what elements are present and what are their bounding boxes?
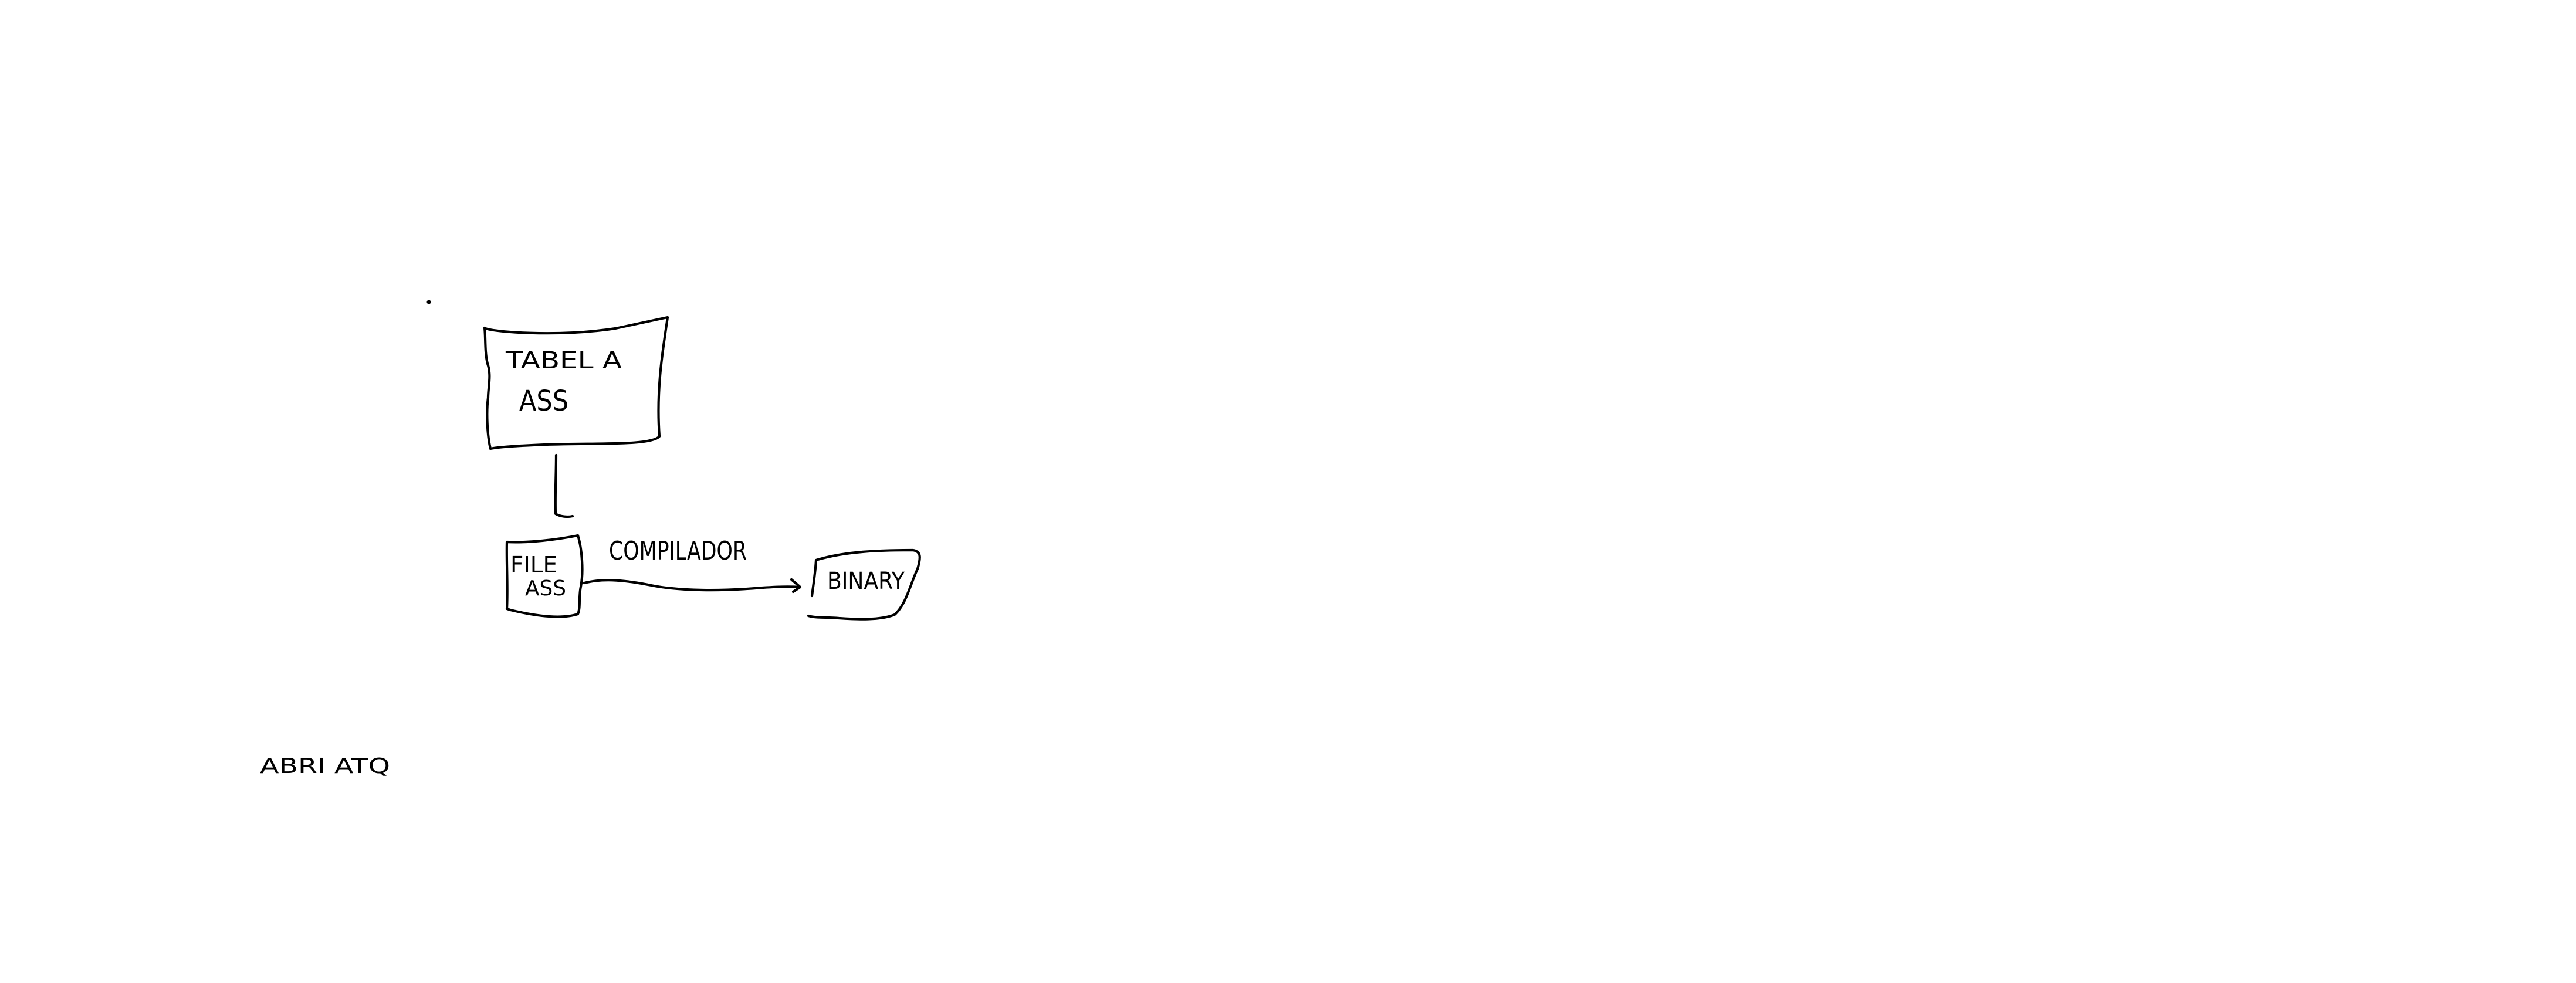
node-tabela-label-line1: TABEL A bbox=[505, 347, 622, 374]
node-binary: BINARY bbox=[807, 548, 921, 621]
edge-tabela-to-file bbox=[554, 453, 574, 518]
node-file-label-line1: FILE bbox=[510, 552, 557, 578]
node-tabela-outline bbox=[483, 316, 669, 450]
stray-dot bbox=[426, 300, 431, 304]
edge-tabela-to-file-line bbox=[554, 453, 574, 518]
node-tabela: TABEL A ASS bbox=[483, 316, 669, 450]
node-tabela-label-line2: ASS bbox=[519, 385, 568, 418]
node-file: FILE ASS bbox=[505, 534, 584, 618]
edge-file-to-binary-label: COMPILADOR bbox=[609, 536, 747, 566]
node-file-outline bbox=[505, 534, 584, 618]
node-binary-outline bbox=[807, 548, 921, 621]
edge-file-to-binary bbox=[583, 578, 802, 594]
edge-file-to-binary-arrowhead bbox=[790, 578, 802, 594]
edge-file-to-binary-line bbox=[583, 579, 801, 592]
node-file-label-line2: ASS bbox=[525, 577, 566, 601]
note-text: ABRI ATQ bbox=[260, 754, 390, 778]
node-binary-label: BINARY bbox=[827, 568, 905, 595]
